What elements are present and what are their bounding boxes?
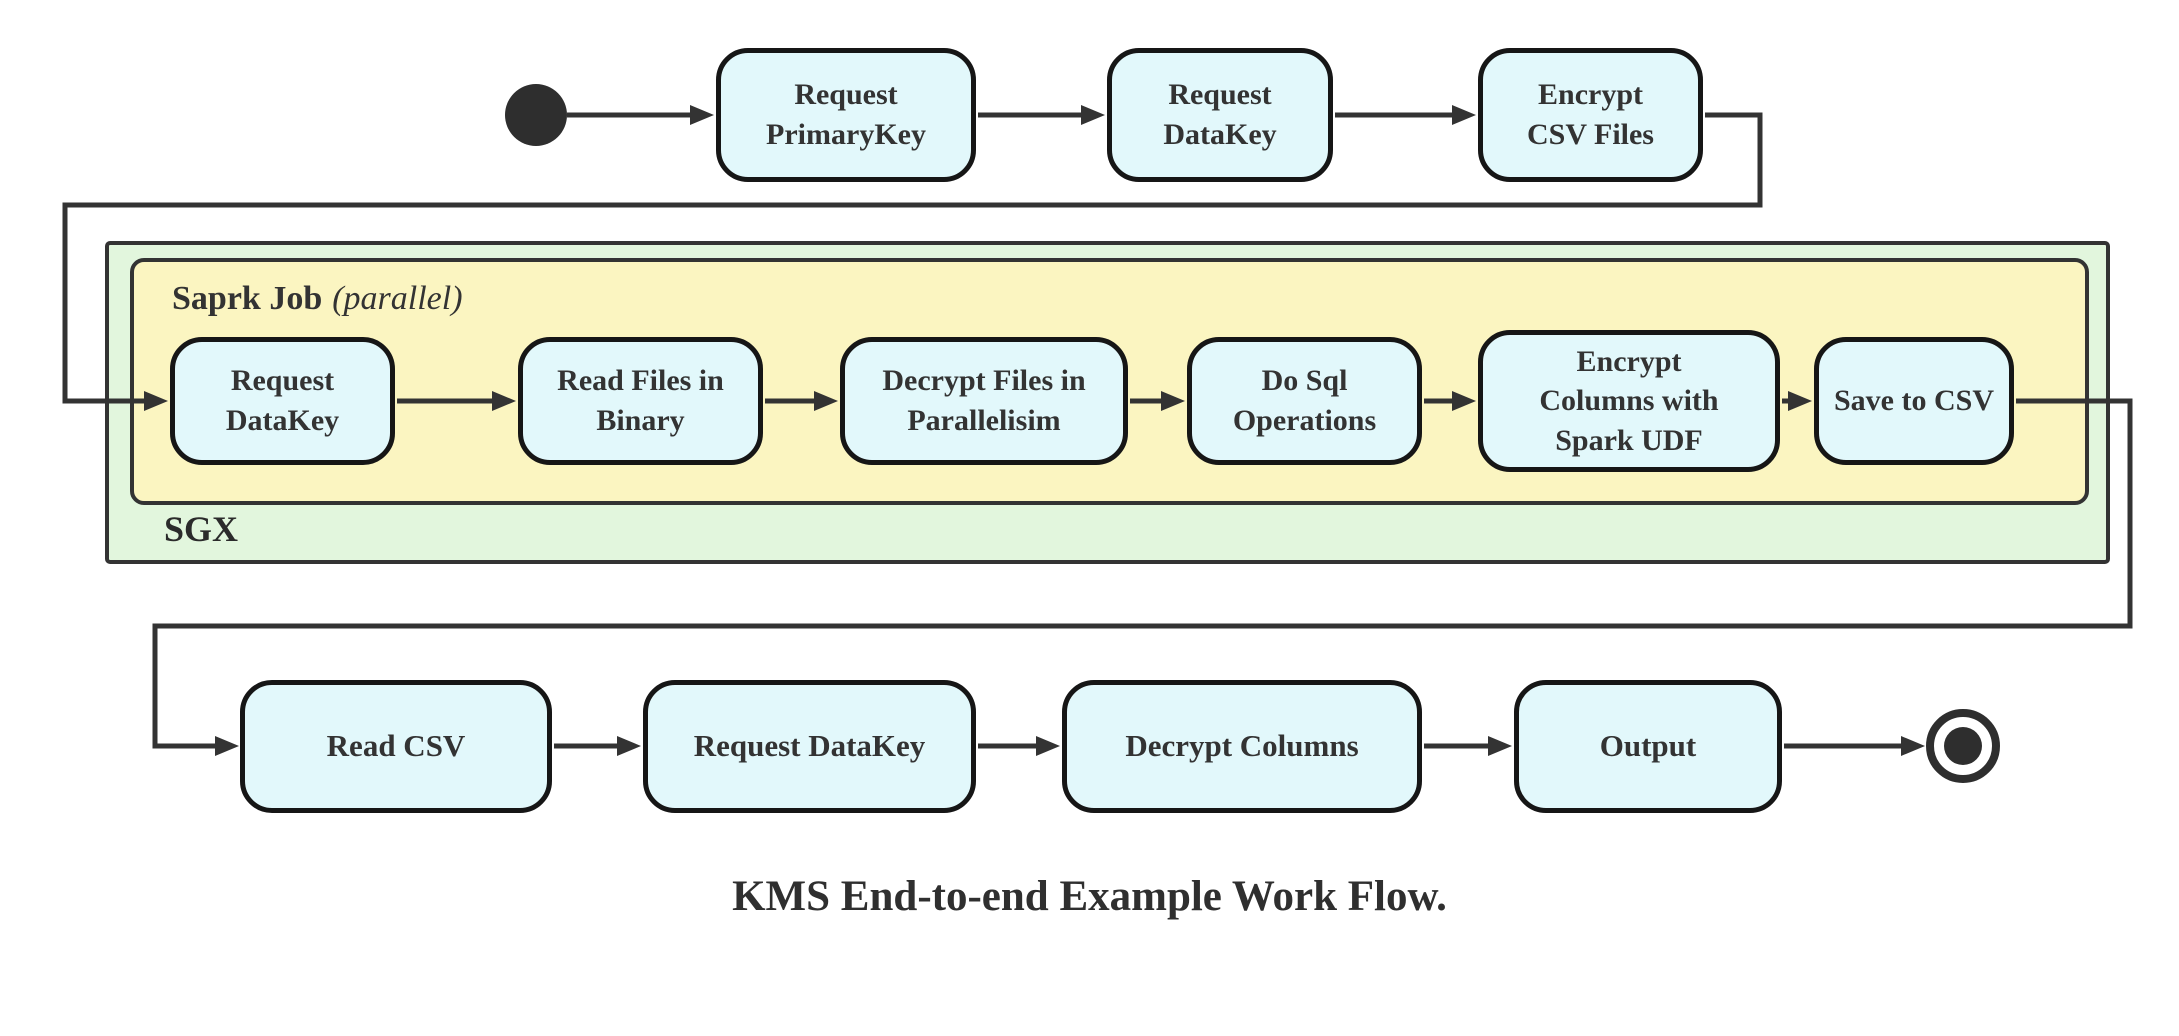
state-label: Decrypt Columns (1125, 728, 1359, 764)
start-state-icon (505, 84, 567, 146)
arrowhead-icon (1161, 391, 1185, 411)
state-label: Decrypt Files in Parallelisim (882, 364, 1086, 437)
state-label: Request DataKey (225, 364, 340, 437)
arrowhead-icon (1036, 736, 1060, 756)
state-label: Output (1599, 728, 1697, 764)
state-request-primarykey: Request PrimaryKey (716, 48, 976, 182)
state-label: Encrypt CSV Files (1527, 78, 1654, 151)
diagram-caption: KMS End-to-end Example Work Flow. (732, 873, 1447, 920)
arrowhead-icon (1452, 391, 1476, 411)
state-request-datakey-sgx: Request DataKey (170, 337, 395, 465)
sgx-cluster-label: SGX (164, 509, 239, 549)
state-read-files-in-binary: Read Files in Binary (518, 337, 763, 465)
edge-save-csv-to-read-csv (152, 398, 2133, 749)
state-label: Request DataKey (1163, 78, 1277, 151)
state-label: Do Sql Operations (1232, 364, 1377, 437)
state-label: Request PrimaryKey (766, 78, 926, 151)
state-label: Read CSV (326, 728, 466, 764)
end-state-icon (1926, 709, 2000, 783)
arrowhead-icon (1901, 736, 1925, 756)
state-read-csv: Read CSV (240, 680, 552, 813)
spark-job-qualifier: (parallel) (332, 280, 463, 317)
arrowhead-icon (1788, 391, 1812, 411)
state-request-datakey-client: Request DataKey (643, 680, 976, 813)
state-label: Request DataKey (693, 728, 926, 764)
edge-encrypt-csv-to-sgx-request-datakey (62, 112, 1763, 404)
state-label: Encrypt Columns with Spark UDF (1539, 344, 1719, 457)
state-save-to-csv: Save to CSV (1814, 337, 2014, 465)
state-label: Save to CSV (1833, 384, 1994, 418)
arrowhead-icon (144, 391, 168, 411)
spark-job-label: Saprk Job (172, 280, 323, 317)
spark-job-cluster-title: Saprk Job(parallel) (172, 280, 463, 318)
state-request-datakey-top: Request DataKey (1107, 48, 1333, 182)
state-decrypt-columns: Decrypt Columns (1062, 680, 1422, 813)
state-encrypt-csv-files: Encrypt CSV Files (1478, 48, 1703, 182)
arrowhead-icon (1488, 736, 1512, 756)
state-decrypt-files-in-parallelisim: Decrypt Files in Parallelisim (840, 337, 1128, 465)
arrowhead-icon (690, 105, 714, 125)
arrowhead-icon (215, 736, 239, 756)
state-encrypt-columns-with-spark-udf: Encrypt Columns with Spark UDF (1478, 330, 1780, 472)
arrowhead-icon (492, 391, 516, 411)
arrowhead-icon (1081, 105, 1105, 125)
arrowhead-icon (1452, 105, 1476, 125)
arrowhead-icon (617, 736, 641, 756)
end-state-dot (1944, 727, 1982, 765)
state-output: Output (1514, 680, 1782, 813)
state-do-sql-operations: Do Sql Operations (1187, 337, 1422, 465)
state-label: Read Files in Binary (557, 364, 724, 437)
arrowhead-icon (814, 391, 838, 411)
